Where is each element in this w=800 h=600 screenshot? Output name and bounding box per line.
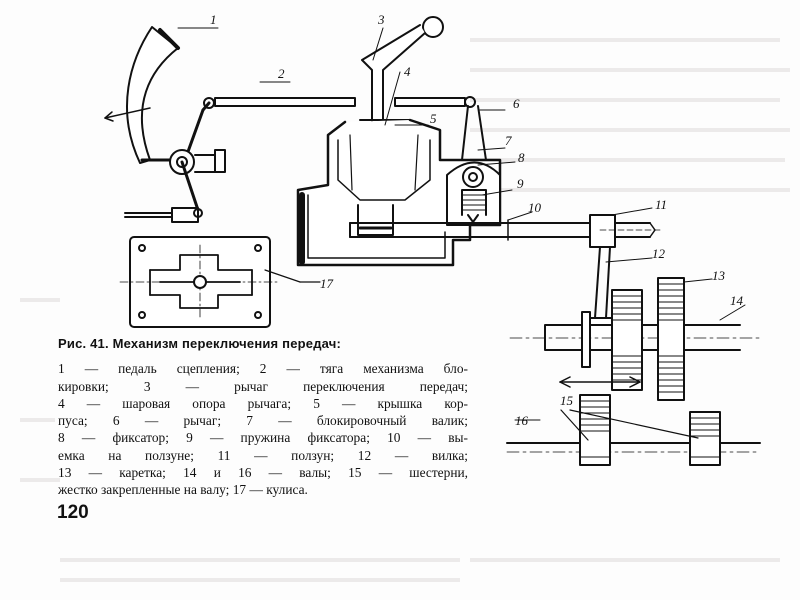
label-15: 15 <box>560 393 574 408</box>
label-14: 14 <box>730 293 744 308</box>
caption-line: емка на ползуне; 11 — ползун; 12 — вилка… <box>58 447 468 463</box>
label-2: 2 <box>278 66 285 81</box>
interlock-lever-and-detent <box>446 105 501 226</box>
gearbox-housing <box>296 118 502 267</box>
clutch-pedal <box>104 26 226 223</box>
caption-line: 1 — педаль сцепления; 2 — тяга механизма… <box>58 361 468 377</box>
figure-caption: Рис. 41. Механизм переключения передач: … <box>58 335 468 499</box>
caption-line: 13 — каретка; 14 и 16 — валы; 15 — шесте… <box>58 465 468 481</box>
caption-line: жестко закрепленные на валу; 17 — кулиса… <box>58 482 308 498</box>
label-16: 16 <box>515 413 529 428</box>
label-10: 10 <box>528 200 542 215</box>
label-5: 5 <box>430 111 437 126</box>
label-8: 8 <box>518 150 525 165</box>
slider-rod <box>349 214 661 248</box>
label-1: 1 <box>210 12 217 27</box>
fixed-gears-on-shaft <box>506 394 761 466</box>
label-12: 12 <box>652 246 666 261</box>
label-4: 4 <box>404 64 411 79</box>
label-3: 3 <box>377 12 385 27</box>
interlock-rod <box>201 96 476 112</box>
caption-title: Рис. 41. Механизм переключения передач: <box>58 336 342 351</box>
label-leader-lines <box>177 27 746 421</box>
label-9: 9 <box>517 176 524 191</box>
label-6: 6 <box>513 96 520 111</box>
label-11: 11 <box>655 197 667 212</box>
label-7: 7 <box>505 133 512 148</box>
shift-gate-plate <box>119 236 321 328</box>
caption-line: 4 — шаровая опора рычага; 5 — крышка кор… <box>58 395 468 411</box>
caption-line: 8 — фиксатор; 9 — пружина фиксатора; 10 … <box>58 430 468 446</box>
label-13: 13 <box>712 268 726 283</box>
label-17: 17 <box>320 276 334 291</box>
shift-fork <box>589 246 613 351</box>
page-number: 120 <box>57 502 89 523</box>
caption-line: кировки; 3 — рычаг переключения передач; <box>58 378 468 394</box>
caption-line: пуса; 6 — рычаг; 7 — блокировочный валик… <box>58 413 468 429</box>
carriage-gear <box>509 277 761 401</box>
